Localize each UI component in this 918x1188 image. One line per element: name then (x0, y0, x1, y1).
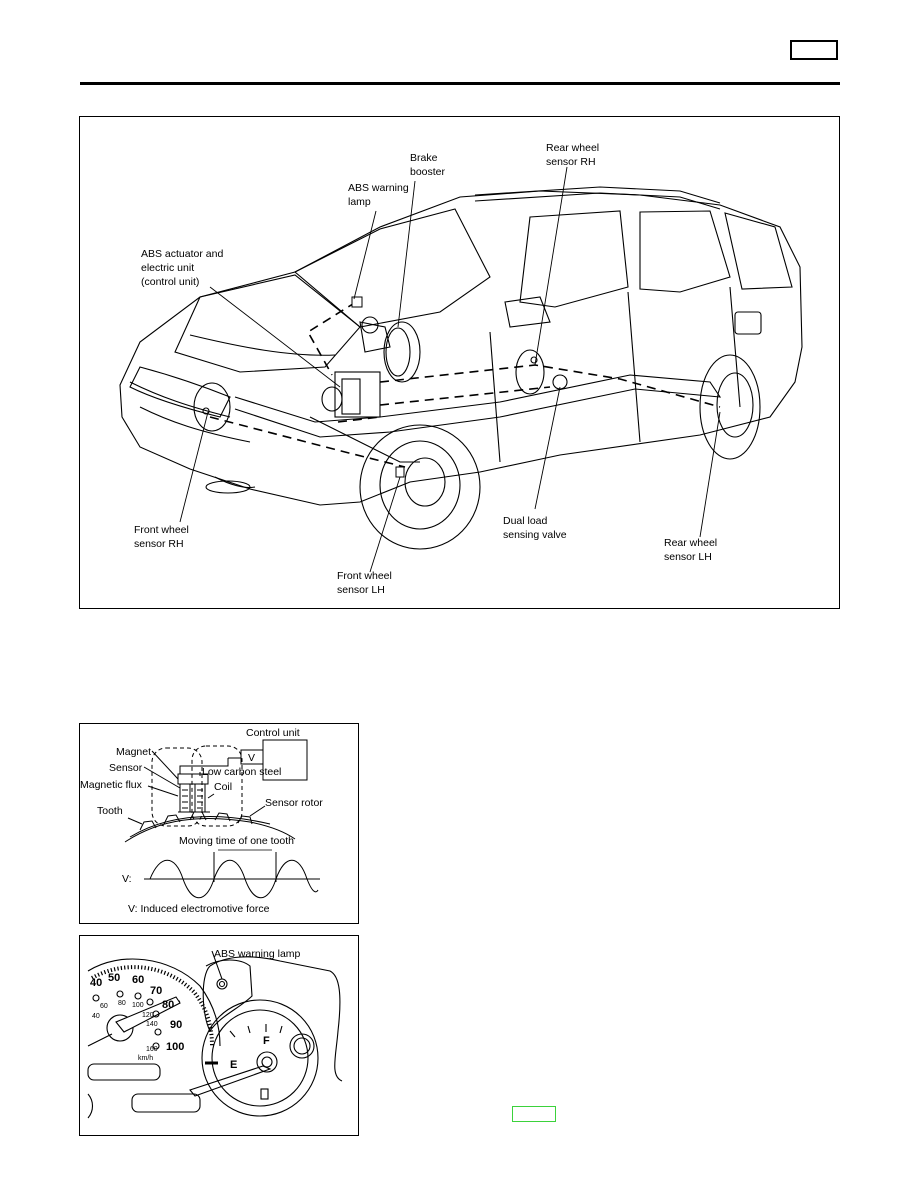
fuel-full-label: F (263, 1035, 270, 1047)
rear-lh-line1: Rear wheel (664, 537, 717, 549)
dual-load-line2: sensing valve (503, 529, 567, 541)
mph-70: 70 (150, 985, 162, 997)
front-wheel-sensor-rh-label: Front wheel sensor RH (134, 524, 189, 550)
front-lh-line1: Front wheel (337, 570, 392, 582)
instrument-cluster-figure: ABS warning lamp 40 50 60 70 80 90 100 4… (79, 935, 359, 1136)
kmh-100: 100 (132, 1002, 144, 1009)
page-section-tag (790, 40, 838, 60)
mph-80: 80 (162, 999, 174, 1011)
brake-booster-line2: booster (410, 166, 446, 178)
abs-lamp-line2: lamp (348, 196, 371, 208)
control-unit-label: Control unit (246, 727, 300, 739)
sensor-principle-diagram: Control unit V Magnet Sensor Low carbon … (80, 727, 323, 915)
mph-50: 50 (108, 972, 120, 984)
dual-load-sensing-valve-label: Dual load sensing valve (503, 515, 567, 541)
front-lh-line2: sensor LH (337, 584, 385, 596)
moving-time-label: Moving time of one tooth (179, 835, 294, 847)
kmh-40: 40 (92, 1013, 100, 1020)
sensor-rotor-label: Sensor rotor (265, 797, 323, 809)
v-axis-label: V: (122, 873, 132, 885)
abs-component-location-figure: Brake booster Rear wheel sensor RH ABS w… (79, 116, 840, 609)
abs-act-line1: ABS actuator and (141, 248, 223, 260)
low-carbon-steel-label: Low carbon steel (202, 766, 281, 778)
rear-wheel-sensor-lh-label: Rear wheel sensor LH (664, 537, 717, 563)
coil-label: Coil (214, 781, 232, 793)
kmh-120: 120 (142, 1012, 154, 1019)
abs-warning-lamp-label: ABS warning lamp (214, 948, 301, 960)
reference-box (512, 1106, 556, 1122)
front-rh-line1: Front wheel (134, 524, 189, 536)
rear-rh-line2: sensor RH (546, 156, 596, 168)
v-box-label: V (248, 752, 255, 764)
rear-lh-line2: sensor LH (664, 551, 712, 563)
kmh-140: 140 (146, 1021, 158, 1028)
magnetic-flux-label: Magnetic flux (80, 779, 143, 791)
rear-wheel-sensor-rh-label: Rear wheel sensor RH (546, 142, 599, 168)
rear-rh-line1: Rear wheel (546, 142, 599, 154)
van-diagram: Brake booster Rear wheel sensor RH ABS w… (119, 142, 803, 596)
mph-40: 40 (90, 977, 102, 989)
abs-act-line2: electric unit (141, 262, 194, 274)
cluster-diagram: ABS warning lamp 40 50 60 70 80 90 100 4… (87, 948, 343, 1119)
kmh-80: 80 (118, 1000, 126, 1007)
emf-caption: V: Induced electromotive force (128, 903, 270, 915)
abs-lamp-line1: ABS warning (348, 182, 409, 194)
brake-booster-line1: Brake (410, 152, 438, 164)
fuel-empty-label: E (230, 1059, 237, 1071)
header-rule (80, 82, 840, 85)
sensor-label: Sensor (109, 762, 143, 774)
kmh-160: 160 (146, 1046, 158, 1053)
front-rh-line2: sensor RH (134, 538, 184, 550)
abs-actuator-label: ABS actuator and electric unit (control … (141, 248, 223, 288)
kmh-unit: km/h (138, 1055, 153, 1062)
magnet-label: Magnet (116, 746, 151, 758)
dual-load-line1: Dual load (503, 515, 548, 527)
brake-booster-label: Brake booster (410, 152, 446, 178)
abs-warning-lamp-label: ABS warning lamp (348, 182, 409, 208)
wheel-sensor-principle-figure: Control unit V Magnet Sensor Low carbon … (79, 723, 359, 924)
tooth-label: Tooth (97, 805, 123, 817)
front-wheel-sensor-lh-label: Front wheel sensor LH (337, 570, 392, 596)
mph-90: 90 (170, 1019, 182, 1031)
abs-act-line3: (control unit) (141, 276, 199, 288)
mph-60: 60 (132, 974, 144, 986)
mph-100: 100 (166, 1041, 184, 1053)
kmh-60: 60 (100, 1003, 108, 1010)
